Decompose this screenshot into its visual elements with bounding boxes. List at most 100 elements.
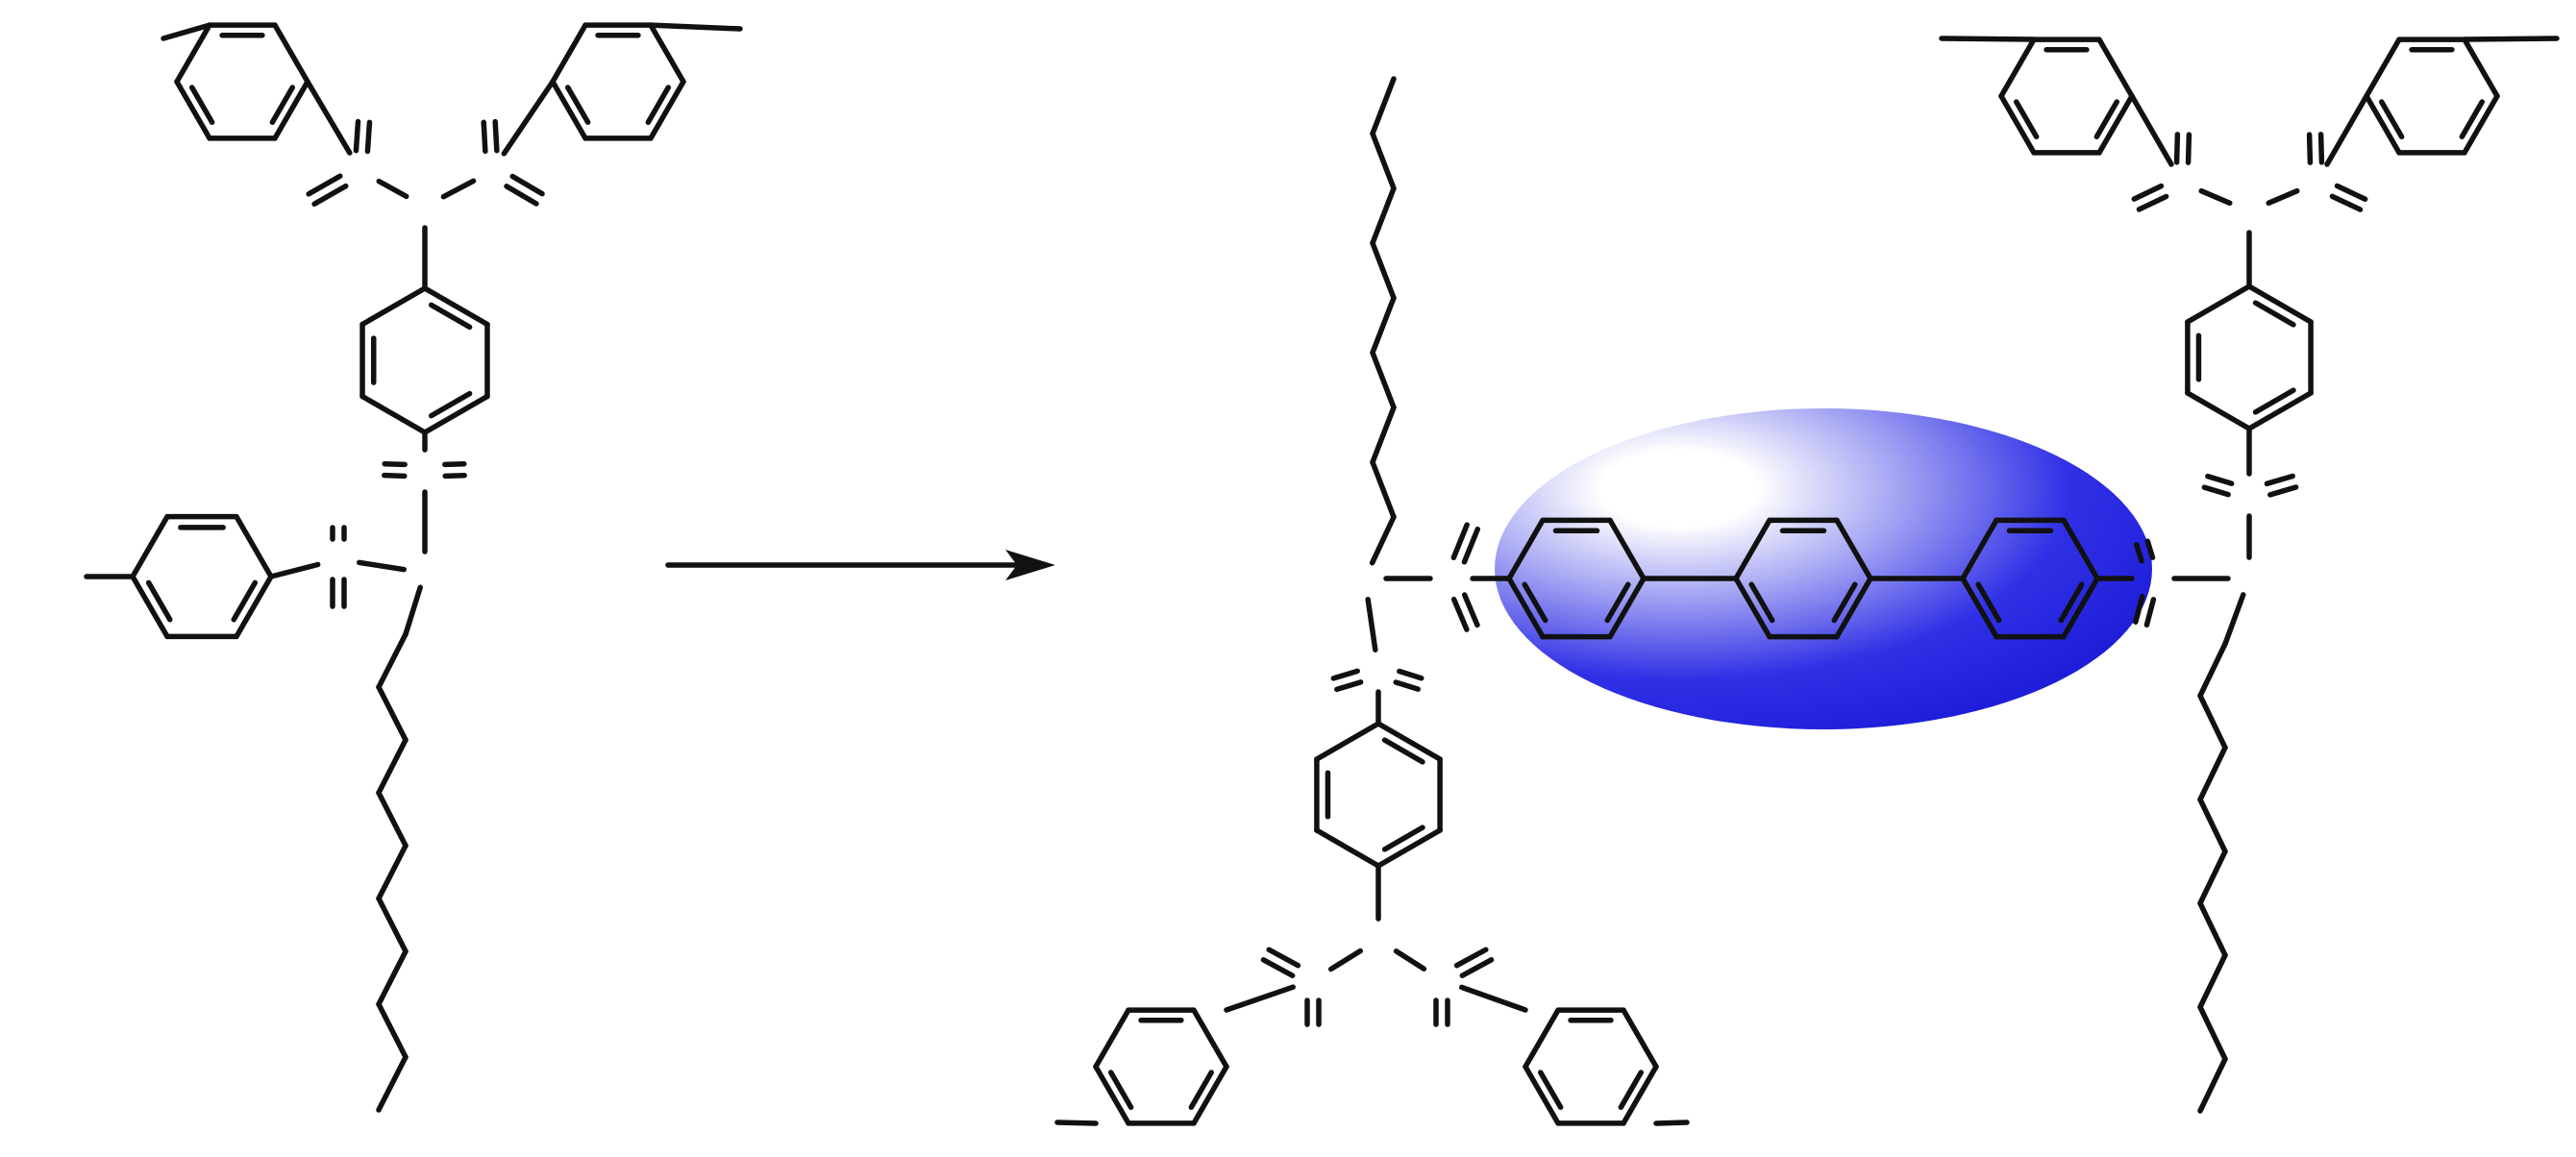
alkyl-chain-bond (1370, 76, 1397, 136)
double-bond (353, 118, 361, 154)
aromatic-inner-bond (428, 302, 473, 331)
double-bond (2143, 597, 2157, 628)
aromatic-inner-bond (1748, 581, 1775, 624)
aromatic-ring-bond (422, 285, 490, 328)
double-bond (481, 119, 488, 155)
methyl-bond (1653, 1120, 1690, 1126)
single-bond (356, 559, 408, 573)
alkyl-chain-bond (1370, 295, 1397, 356)
aromatic-ring-bond (1733, 517, 1772, 581)
aromatic-ring-bond (2364, 37, 2402, 99)
double-bond (1330, 668, 1360, 681)
aromatic-inner-bond (2459, 99, 2486, 140)
aromatic-inner-bond (2058, 581, 2085, 624)
aromatic-ring-bond (1093, 1064, 1131, 1126)
aromatic-ring-bond (174, 22, 212, 85)
aromatic-inner-bond (1604, 581, 1631, 624)
double-bond (2144, 538, 2156, 560)
aromatic-ring-bond (1998, 37, 2037, 99)
aromatic-inner-bond (1107, 1070, 1134, 1111)
aromatic-ring-bond (130, 574, 170, 640)
aromatic-ring-bond (1314, 721, 1381, 762)
alkyl-chain-bond (376, 948, 409, 1007)
double-bond (2329, 193, 2364, 212)
aromatic-ring-bond (1375, 721, 1443, 762)
alkyl-chain-bond (376, 631, 409, 690)
aromatic-inner-bond (188, 85, 215, 126)
double-bond (492, 118, 500, 154)
alkyl-chain-bond (1370, 405, 1397, 465)
aromatic-inner-bond (1188, 1070, 1215, 1111)
terphenyl-highlight (1495, 408, 2152, 729)
methyl-bond (161, 22, 212, 41)
alkyl-chain-bond (2197, 641, 2228, 699)
aromatic-inner-bond (2252, 387, 2296, 415)
alkyl-chain-bond (376, 1054, 409, 1113)
single-bond (2266, 187, 2300, 207)
aromatic-ring-bond (359, 393, 428, 435)
double-bond (306, 173, 343, 197)
aromatic-ring-bond (130, 513, 170, 579)
alkyl-chain-bond (376, 843, 409, 901)
aromatic-ring-bond (1960, 576, 1999, 640)
aromatic-ring-bond (2462, 93, 2500, 156)
methyl-bond (1054, 1120, 1099, 1126)
aromatic-ring-bond (1191, 1007, 1229, 1070)
single-bond (268, 561, 321, 579)
aromatic-ring-bond (648, 22, 686, 85)
double-bond (1260, 957, 1296, 978)
aromatic-inner-bond (428, 390, 473, 419)
single-bond (501, 79, 556, 157)
aromatic-inner-bond (2378, 99, 2405, 140)
double-bond (1453, 947, 1489, 969)
aromatic-ring-bond (359, 285, 428, 328)
aromatic-inner-bond (1618, 1070, 1645, 1111)
double-bond (1461, 592, 1480, 628)
aromatic-ring-bond (1191, 1064, 1229, 1126)
aromatic-ring-bond (2246, 390, 2314, 431)
single-bond (1224, 984, 1296, 1013)
alkyl-chain-bond (1370, 240, 1397, 301)
aromatic-inner-bond (645, 85, 672, 126)
alkyl-chain-bond (2197, 693, 2228, 751)
aromatic-inner-bond (231, 579, 259, 623)
double-bond (2173, 132, 2181, 165)
aromatic-ring-bond (2061, 576, 2100, 640)
single-bond (1369, 514, 1397, 566)
single-bond (305, 79, 353, 156)
single-bond (2129, 93, 2174, 167)
terphenyl-glow-ellipse (1495, 408, 2152, 729)
alkyl-chain-bond (1370, 131, 1397, 191)
single-bond (1393, 948, 1427, 972)
aromatic-inner-bond (1975, 581, 2002, 624)
double-bond (1393, 679, 1421, 692)
double-bond (1397, 668, 1424, 681)
double-bond (2317, 132, 2325, 165)
double-bond (382, 472, 408, 480)
methyl-bond (1939, 36, 2037, 42)
aromatic-ring-bond (422, 393, 490, 435)
double-bond (2334, 183, 2368, 202)
double-bond (311, 183, 349, 208)
alkyl-chain-bond (376, 1001, 409, 1060)
aromatic-ring-bond (2364, 93, 2402, 156)
reaction-arrow (665, 550, 1055, 580)
aromatic-ring-bond (1523, 1007, 1561, 1070)
aromatic-ring-bond (1607, 517, 1647, 581)
methyl-bond (648, 22, 743, 32)
alkyl-chain-bond (2197, 1004, 2228, 1062)
alkyl-chain-bond (1370, 185, 1397, 246)
double-bond (2205, 473, 2235, 486)
alkyl-chain-bond (2197, 1056, 2228, 1114)
aromatic-inner-bond (564, 85, 591, 126)
aromatic-inner-bond (1537, 1070, 1564, 1111)
double-bond (1334, 679, 1364, 693)
alkyl-chain-bond (376, 896, 409, 954)
aromatic-ring-bond (550, 79, 588, 141)
double-bond (382, 460, 408, 468)
double-bond (2131, 183, 2165, 202)
double-bond (504, 184, 539, 207)
double-bond (2136, 193, 2169, 212)
aromatic-ring-bond (1375, 827, 1443, 869)
